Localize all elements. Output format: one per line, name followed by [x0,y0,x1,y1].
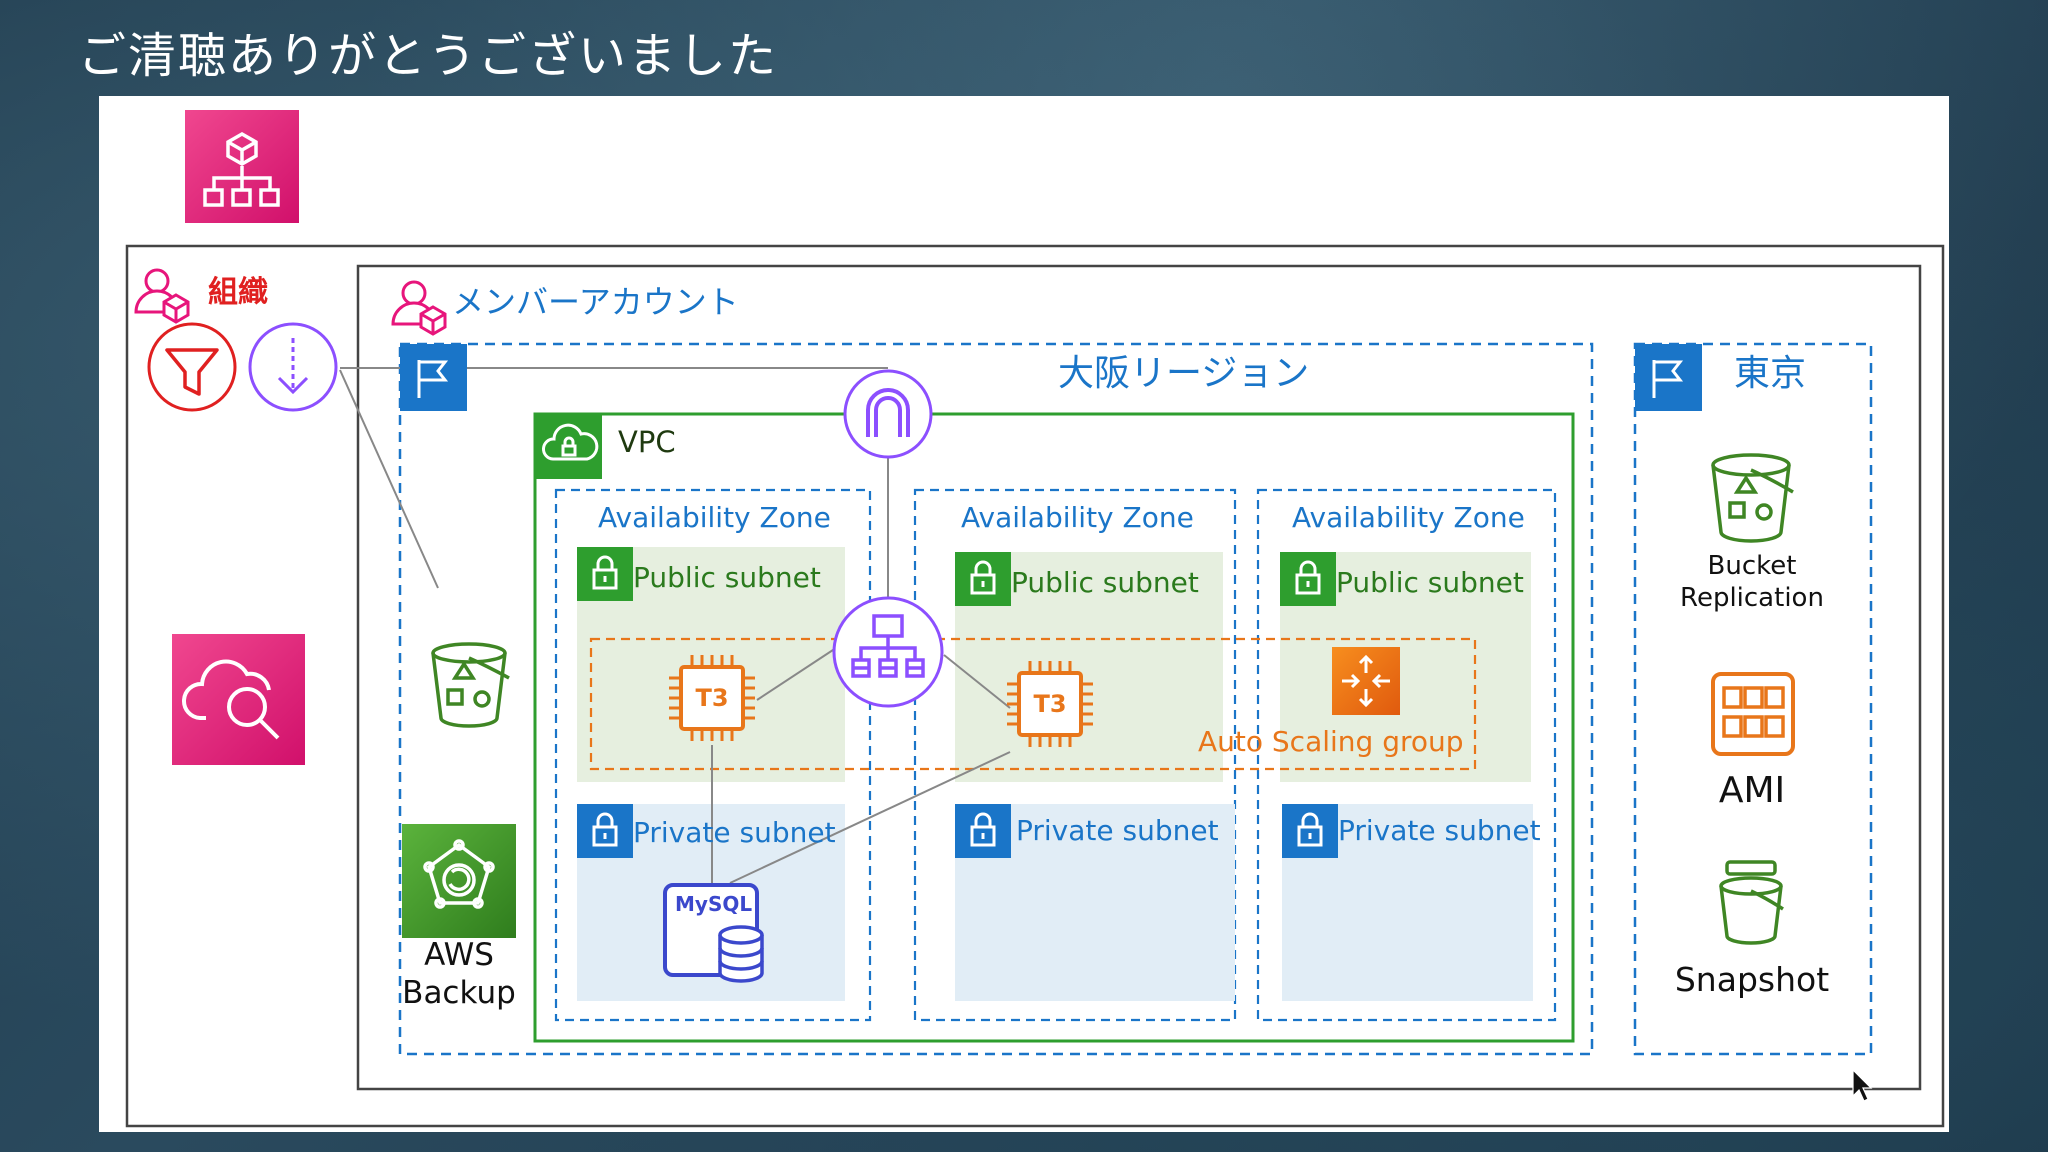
cloudwatch-icon [172,634,305,765]
scp-filter-icon [147,322,237,412]
private-subnet-label-3: Private subnet [1338,814,1541,847]
osaka-region-boundary [398,342,1594,1056]
tokyo-region-flag-icon [1635,344,1702,411]
aws-backup-icon [402,824,516,938]
internet-gateway-icon [843,369,933,459]
load-balancer-icon [832,596,944,708]
tokyo-region-label: 東京 [1734,353,1807,394]
vpc-boundary [533,412,1575,1043]
rds-mysql-icon [663,883,764,983]
private-subnet-lock-icon-1 [577,804,633,858]
ami-icon [1711,672,1795,756]
public-subnet-label-2: Public subnet [1011,566,1199,599]
availability-zone-label-1: Availability Zone [598,501,831,534]
region-flag-icon [400,344,467,411]
auto-scaling-icon [1332,647,1400,715]
mouse-cursor-icon [1852,1068,1873,1102]
availability-zone-label-3: Availability Zone [1292,501,1525,534]
availability-zone-1 [554,488,872,1022]
bucket-replication-label-line2: Replication [1680,583,1824,613]
ec2-instance-type-label-1: T3 [695,684,729,712]
ec2-instance-type-label-2: T3 [1033,690,1067,718]
snapshot-bucket-icon [1719,860,1784,945]
private-subnet-label-1: Private subnet [633,816,836,849]
availability-zone-label-2: Availability Zone [961,501,1194,534]
ami-label: AMI [1718,770,1786,811]
auto-scaling-group-boundary [589,637,1477,771]
availability-zone-2 [913,488,1237,1022]
ec2-chip-icon [669,655,755,741]
organizations-icon [185,110,299,223]
aws-backup-label-line2: Backup [402,975,516,1011]
auto-scaling-group-label: Auto Scaling group [1198,725,1464,758]
public-subnet-lock-icon-2 [955,552,1011,606]
snapshot-label: Snapshot [1674,960,1830,999]
member-account-label: メンバーアカウント [452,283,739,321]
availability-zone-3 [1256,488,1557,1022]
slide-title: ご清聴ありがとうございました [78,28,779,84]
public-subnet-label-3: Public subnet [1336,566,1524,599]
member-account-frame [356,264,1922,1091]
tokyo-region-boundary [1633,342,1873,1056]
mysql-label: MySQL [675,892,753,916]
guardrail-arrow-icon [248,322,338,412]
organization-label: 組織 [208,275,268,310]
vpc-label: VPC [618,425,676,459]
private-subnet-label-2: Private subnet [1016,814,1219,847]
s3-bucket-replication-icon [1711,453,1794,543]
member-account-user-icon [391,280,447,336]
ec2-chip-icon-2 [1007,661,1093,747]
organization-frame [125,244,1945,1128]
bucket-replication-label-line1: Bucket [1707,551,1797,581]
public-subnet-lock-icon-3 [1280,552,1336,606]
public-subnet-lock-icon-1 [577,547,633,601]
public-subnet-label-1: Public subnet [633,561,821,594]
organization-user-icon [134,268,190,324]
vpc-cloud-icon [535,414,602,479]
aws-backup-label-line1: AWS [424,937,494,973]
private-subnet-lock-icon-3 [1282,804,1338,858]
osaka-region-label: 大阪リージョン [1058,353,1310,394]
s3-bucket-icon [431,642,510,728]
private-subnet-lock-icon-2 [955,804,1011,858]
